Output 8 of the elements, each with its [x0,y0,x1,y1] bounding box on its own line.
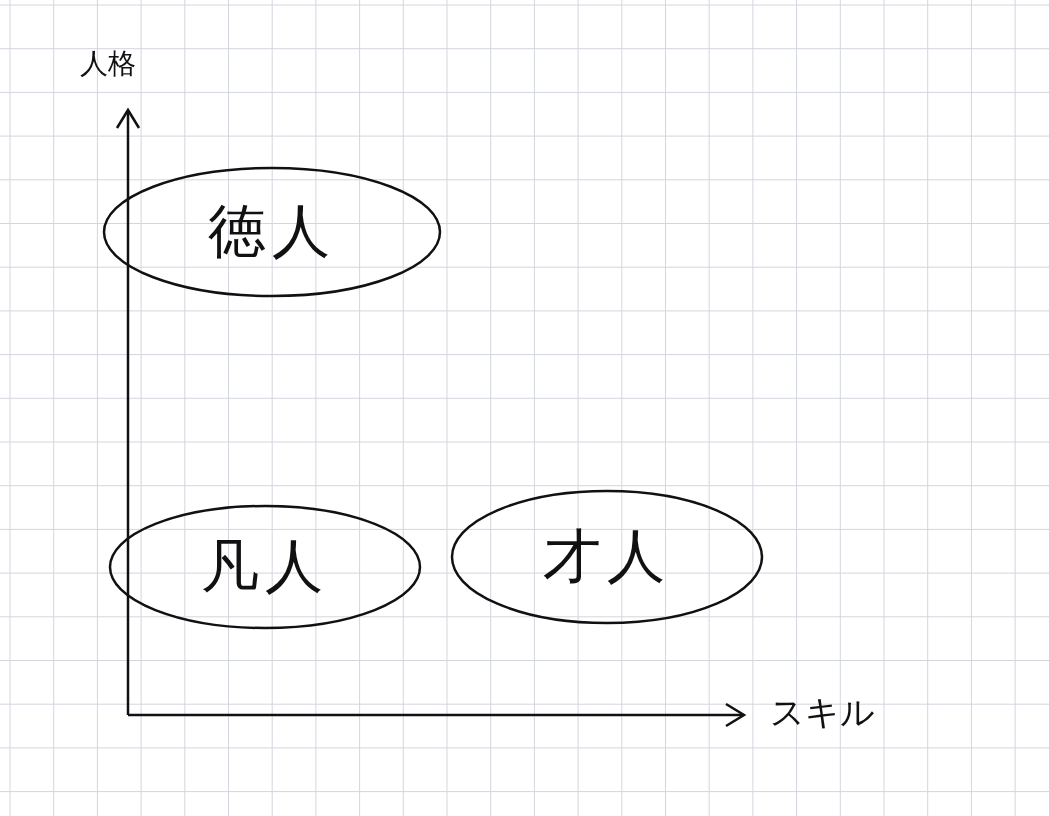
axis-label: スキル [770,691,875,734]
node-label: 凡人 [201,531,329,602]
axis-label: 人格 [80,46,136,82]
oval [449,488,765,626]
oval [101,165,443,299]
node-label: 徳人 [208,196,336,267]
node-label: 才人 [543,521,671,592]
oval [107,503,423,631]
